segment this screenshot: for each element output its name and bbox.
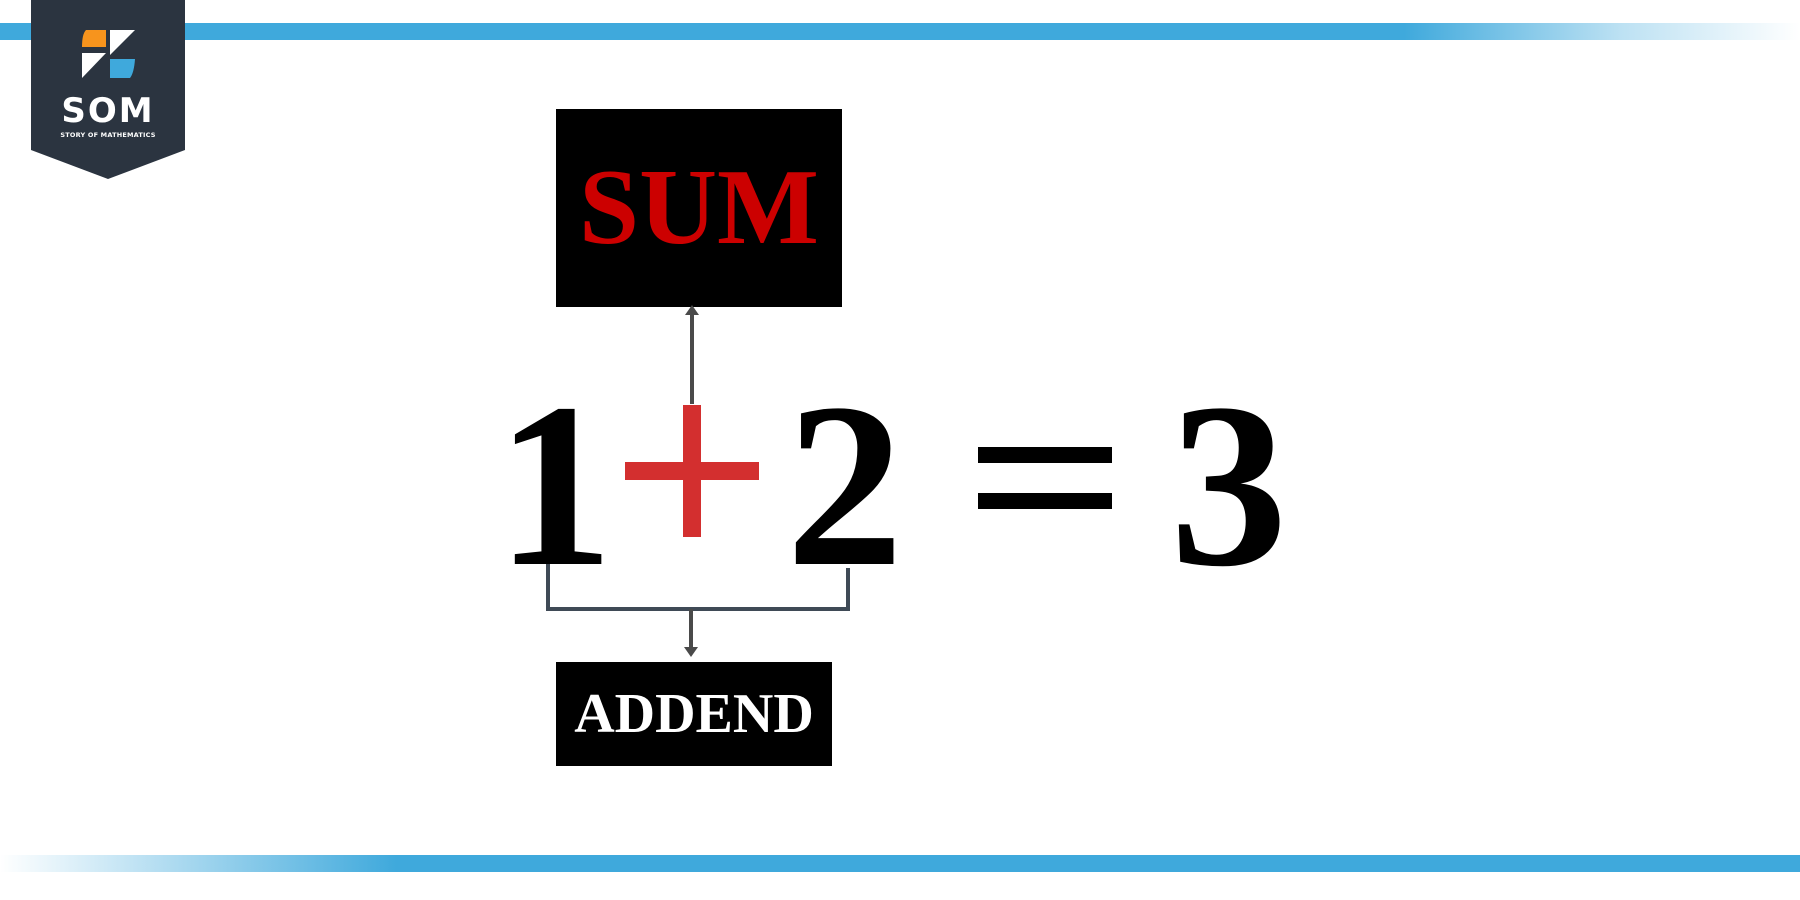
result-sum: 3 — [1170, 355, 1288, 615]
som-logo: SOM STORY OF MATHEMATICS — [31, 0, 185, 179]
logo-subtitle: STORY OF MATHEMATICS — [60, 131, 156, 139]
equals-bottom-bar — [978, 493, 1112, 509]
logo-mark-icon — [82, 30, 135, 78]
logo-badge-shape — [31, 0, 185, 179]
addend-one: 1 — [496, 355, 614, 615]
plus-sign — [625, 405, 759, 537]
addend-label: ADDEND — [574, 683, 814, 745]
addend-two: 2 — [786, 355, 904, 615]
sum-label-box: SUM — [556, 109, 842, 307]
equals-top-bar — [978, 447, 1112, 463]
logo-title: SOM — [61, 91, 155, 131]
addend-label-box: ADDEND — [556, 662, 832, 766]
plus-vertical-bar — [683, 405, 701, 537]
bottom-accent-band — [0, 855, 1800, 872]
top-accent-band — [0, 23, 1800, 40]
sum-label: SUM — [579, 148, 819, 267]
equals-sign — [978, 447, 1112, 509]
